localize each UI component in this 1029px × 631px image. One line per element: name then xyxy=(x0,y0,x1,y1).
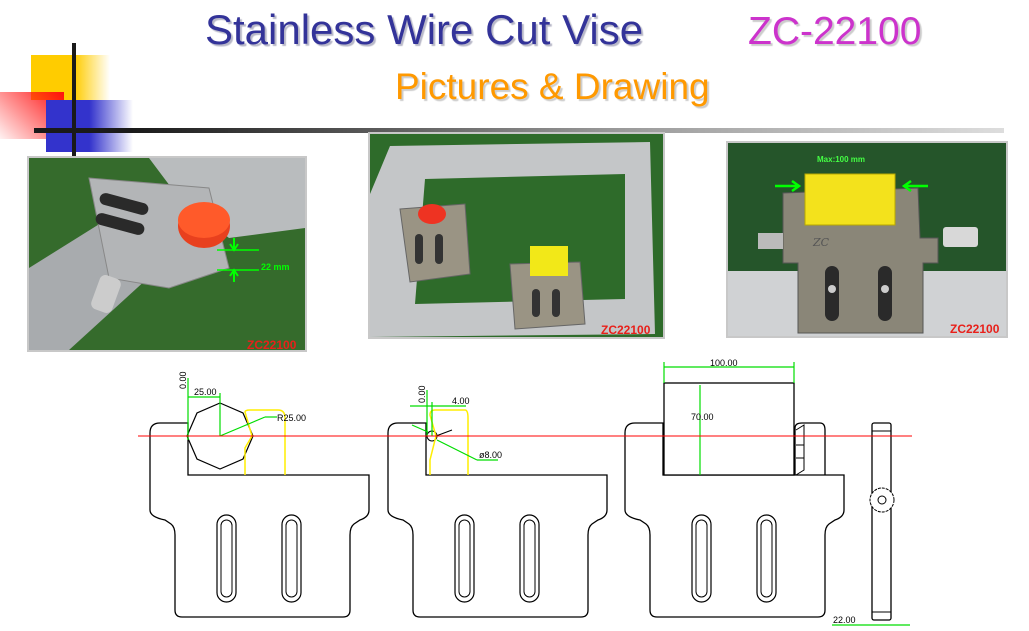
photo-label: ZC22100 xyxy=(247,338,297,352)
dim-origin: 0.00 xyxy=(417,385,427,403)
dim-diameter: ø8.00 xyxy=(479,450,502,460)
dim-radius: R25.00 xyxy=(277,413,306,423)
photo-frame-setup: ZC22100 xyxy=(368,132,665,339)
drawing-round-workpiece: 25.00 0.00 R25.00 xyxy=(149,371,370,618)
page-title: Stainless Wire Cut Vise xyxy=(205,6,644,53)
decor-blue-square xyxy=(46,100,133,152)
dim-offset: 4.00 xyxy=(452,396,470,406)
dim-thickness: 22.00 xyxy=(833,615,856,625)
photo-round-workpiece: 22 mm ZC22100 xyxy=(27,156,307,352)
decor-horizontal-line xyxy=(34,128,1004,133)
dim-offset: 25.00 xyxy=(194,387,217,397)
photo-block-workpiece: ZC Max:100 mm ZC22100 xyxy=(726,141,1008,338)
photo-label: ZC22100 xyxy=(601,323,651,337)
dim-height: 70.00 xyxy=(691,412,714,422)
max-width-annotation: Max:100 mm xyxy=(817,155,866,164)
octagon-workpiece xyxy=(186,402,254,470)
photo-label: ZC22100 xyxy=(950,322,1000,336)
decor-vertical-line xyxy=(72,43,76,156)
svg-text:ZC: ZC xyxy=(812,236,830,249)
drawing-block-workpiece: 100.00 70.00 xyxy=(624,358,845,618)
thickness-annotation: 22 mm xyxy=(261,262,290,272)
page-subtitle: Pictures & Drawing xyxy=(395,66,710,107)
model-number: ZC-22100 xyxy=(748,10,922,53)
drawing-side-view: 22.00 xyxy=(832,422,910,626)
dim-origin: 0.00 xyxy=(178,371,188,389)
dim-width: 100.00 xyxy=(710,358,738,368)
drawing-thin-workpiece: 4.00 0.00 ø8.00 xyxy=(387,385,608,618)
